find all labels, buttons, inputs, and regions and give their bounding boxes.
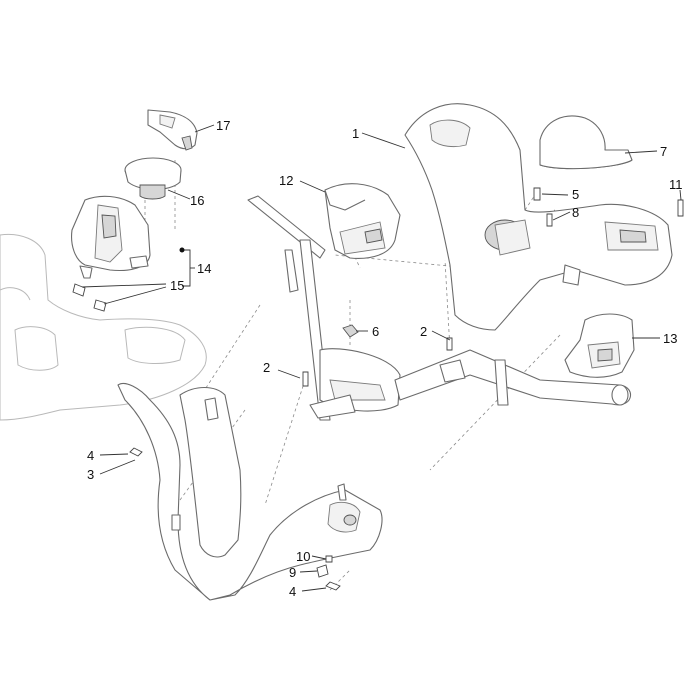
callout-15: 15 (170, 278, 184, 293)
part-17-clip-cover (147, 109, 198, 151)
callout-leaders (81, 124, 682, 592)
ghost-handlebar-reference (0, 233, 207, 421)
callout-labels: 1 2 2 3 4 4 5 6 7 8 9 10 11 12 13 14 15 … (87, 118, 683, 599)
part-3-rear-cover (117, 382, 383, 601)
callout-16: 16 (190, 193, 204, 208)
callout-13: 13 (663, 331, 677, 346)
callout-7: 7 (660, 144, 667, 159)
callout-1: 1 (352, 126, 359, 141)
part-12-switch-housing (324, 183, 401, 259)
part-16-lock-cover (124, 157, 182, 200)
callout-dot (179, 247, 185, 253)
callout-2-right: 2 (420, 324, 427, 339)
part-14-glove-box-lid (71, 195, 151, 312)
callout-8: 8 (572, 205, 579, 220)
callout-6: 6 (372, 324, 379, 339)
callout-5: 5 (572, 187, 579, 202)
callout-11: 11 (669, 177, 683, 192)
callout-3: 3 (87, 467, 94, 482)
callout-4-upper: 4 (87, 448, 94, 463)
callout-17: 17 (216, 118, 230, 133)
part-1-handlebar-front-cover (404, 103, 673, 331)
callout-10: 10 (296, 549, 310, 564)
callout-9: 9 (289, 565, 296, 580)
handlebar-tube (247, 195, 632, 421)
part-13-switch-housing (564, 313, 635, 378)
screws (129, 187, 684, 591)
part-7-cap (539, 115, 633, 170)
callout-2-left: 2 (263, 360, 270, 375)
callout-4-lower: 4 (289, 584, 296, 599)
callout-14: 14 (197, 261, 211, 276)
callout-12: 12 (279, 173, 293, 188)
part-6-clip (342, 324, 359, 338)
